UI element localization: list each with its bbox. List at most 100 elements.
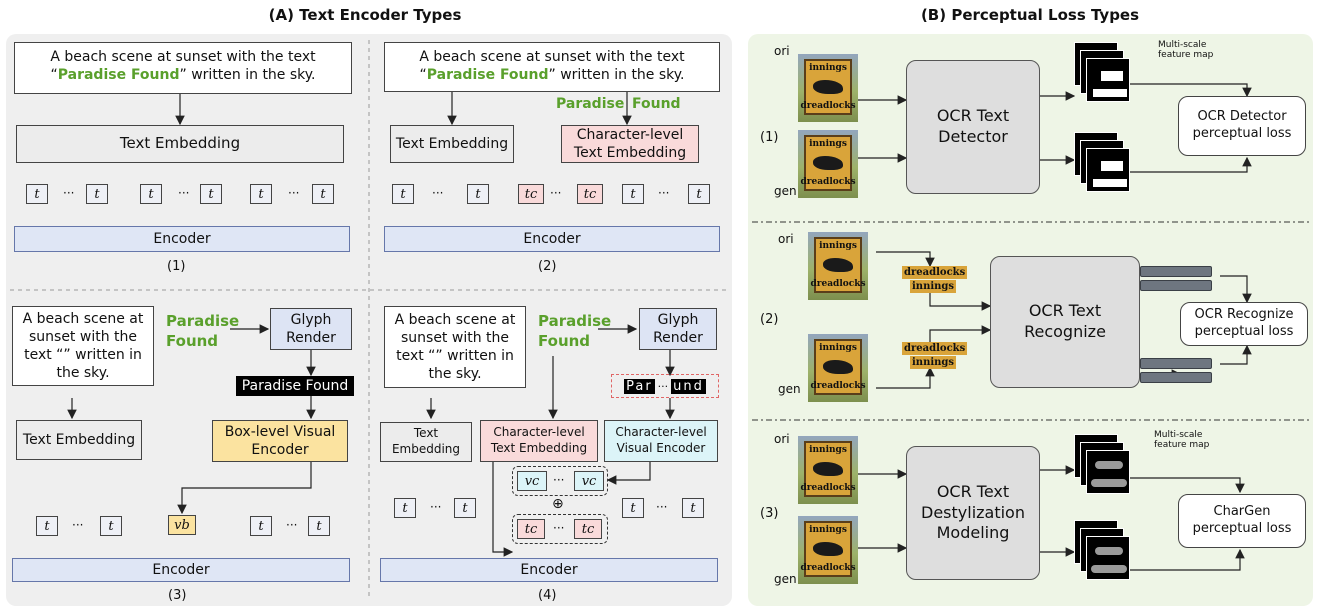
- dog-silhouette: [813, 462, 843, 476]
- ori-label: ori: [774, 44, 790, 58]
- sign-word-top: innings: [809, 525, 847, 535]
- char-text-embedding-box-2: Character-level Text Embedding: [561, 125, 699, 163]
- text-embedding-box-1: Text Embedding: [16, 125, 344, 163]
- loss-box-3: CharGen perceptual loss: [1178, 494, 1306, 548]
- prompt-highlight: Paradise Found: [57, 67, 180, 84]
- loss-box-2: OCR Recognize perceptual loss: [1180, 302, 1308, 346]
- prompt-box-4: A beach scene at sunset with the text “”…: [384, 306, 526, 388]
- feature-map: [1086, 58, 1130, 102]
- prompt-line1: A beach scene at sunset with the text: [419, 49, 685, 65]
- token-t: t: [140, 184, 162, 204]
- encoder-box-3: Encoder: [12, 558, 350, 582]
- token-t: t: [467, 184, 489, 204]
- gen-label: gen: [778, 382, 801, 396]
- dog-silhouette: [813, 80, 843, 94]
- encoder-box-4: Encoder: [380, 558, 718, 582]
- ori-label: ori: [778, 232, 794, 246]
- loss-box-1: OCR Detector perceptual loss: [1178, 96, 1306, 156]
- ellipsis: ···: [550, 186, 562, 200]
- token-tc: tc: [517, 519, 545, 539]
- token-t: t: [250, 184, 272, 204]
- token-t: t: [688, 184, 710, 204]
- ellipsis: ···: [286, 518, 298, 532]
- panel-label-1: (1): [167, 259, 186, 274]
- char-glyph-group: Par ··· und: [611, 374, 719, 398]
- token-t: t: [36, 516, 58, 536]
- ellipsis: ···: [72, 518, 84, 532]
- feature-bar: [1140, 358, 1212, 369]
- ellipsis: ···: [553, 521, 565, 535]
- ori-label: ori: [774, 432, 790, 446]
- sign-word-top: innings: [809, 445, 847, 455]
- prompt-line1: A beach scene at sunset with the text: [50, 49, 316, 65]
- token-t: t: [622, 184, 644, 204]
- prompt-box-1: A beach scene at sunset with the text “P…: [14, 42, 352, 94]
- ocr-module-2: OCR Text Recognize: [990, 256, 1140, 388]
- token-tc: tc: [518, 184, 544, 204]
- glyph-render-box-3: Glyph Render: [270, 308, 352, 350]
- ellipsis: ···: [432, 186, 444, 200]
- text-token-group: [512, 514, 608, 544]
- feature-map: [1086, 536, 1130, 580]
- feature-map: [1086, 148, 1130, 192]
- token-vb: vb: [168, 515, 196, 535]
- ocr-module-1: OCR Text Detector: [906, 60, 1040, 194]
- visual-token-group: [512, 466, 608, 496]
- token-t: t: [86, 184, 108, 204]
- prompt-rest: ” written in the sky.: [548, 67, 685, 84]
- panel-label-3: (3): [168, 588, 187, 603]
- prompt-box-3: A beach scene at sunset with the text “”…: [12, 306, 154, 386]
- token-tc: tc: [577, 184, 603, 204]
- dog-silhouette: [823, 360, 853, 374]
- prompt-box-2: A beach scene at sunset with the text “P…: [384, 42, 720, 92]
- token-t: t: [312, 184, 334, 204]
- token-t: t: [454, 498, 476, 518]
- ellipsis: ···: [288, 186, 300, 200]
- highlight-stacked-4: Paradise Found: [538, 312, 612, 350]
- cropped-word: innings: [910, 280, 957, 293]
- split-word-right: Found: [632, 96, 681, 112]
- sign-image-ori: innings dreadlocks: [798, 436, 858, 504]
- text-embedding-box-4: Text Embedding: [380, 422, 472, 462]
- encoder-box-1: Encoder: [14, 226, 350, 252]
- token-t: t: [392, 184, 414, 204]
- token-t: t: [250, 516, 272, 536]
- feature-bar: [1140, 280, 1212, 291]
- sign-image-ori: innings dreadlocks: [808, 232, 868, 300]
- prompt-rest: ” written in the sky.: [179, 67, 316, 84]
- token-t: t: [682, 498, 704, 518]
- prompt-line2: “Paradise Found” written in the sky.: [15, 66, 351, 84]
- dog-silhouette: [813, 156, 843, 170]
- encoder-box-2: Encoder: [384, 226, 720, 252]
- panel-b-title: (B) Perceptual Loss Types: [920, 6, 1140, 24]
- feature-map-label: Multi-scale feature map: [1158, 40, 1214, 61]
- ellipsis: ···: [658, 186, 670, 200]
- dog-silhouette: [823, 258, 853, 272]
- gen-label: gen: [774, 184, 797, 198]
- gen-label: gen: [774, 572, 797, 586]
- char-text-embedding-box-4: Character-level Text Embedding: [480, 420, 598, 462]
- sign-word-bottom: dreadlocks: [800, 177, 856, 187]
- box-visual-encoder-3: Box-level Visual Encoder: [212, 420, 348, 462]
- ellipsis: ···: [178, 186, 190, 200]
- rendered-glyph-3: Paradise Found: [236, 376, 354, 396]
- token-t: t: [100, 516, 122, 536]
- glyph-render-box-4: Glyph Render: [639, 308, 717, 350]
- sign-word-top: innings: [819, 241, 857, 251]
- ellipsis: ···: [656, 500, 668, 514]
- ellipsis: ···: [553, 473, 565, 487]
- token-tc: tc: [574, 519, 602, 539]
- token-t: t: [26, 184, 48, 204]
- row-label-1: (1): [760, 130, 779, 145]
- ellipsis: ···: [657, 379, 669, 393]
- token-t: t: [622, 498, 644, 518]
- char-visual-encoder-4: Character-level Visual Encoder: [604, 420, 718, 462]
- sign-word-bottom: dreadlocks: [810, 279, 866, 289]
- sign-word-bottom: dreadlocks: [800, 483, 856, 493]
- row-label-2: (2): [760, 312, 779, 327]
- row-label-3: (3): [760, 506, 779, 521]
- text-embedding-box-2: Text Embedding: [390, 125, 514, 163]
